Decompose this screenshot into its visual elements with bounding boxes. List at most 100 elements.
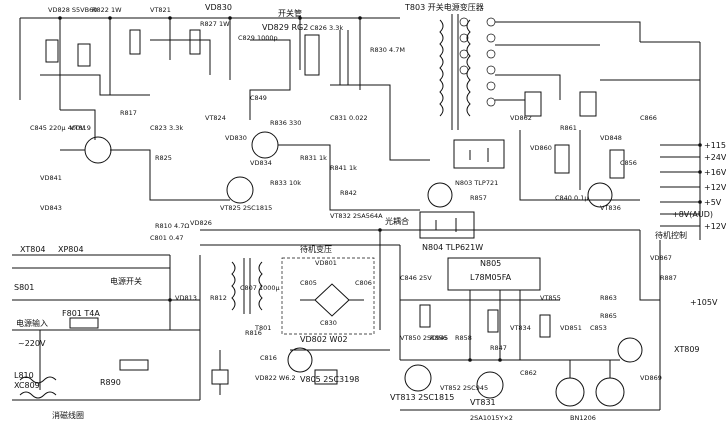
component-label: 2SA1015Y×2 — [470, 414, 513, 422]
label-xt804: XT804 — [20, 245, 46, 254]
middle-wires — [200, 229, 660, 395]
label-ctrl: 待机控制 — [655, 230, 687, 240]
component-label: VD834 — [250, 159, 272, 167]
component-label: VD860 — [530, 144, 552, 152]
standby-transformer — [231, 257, 375, 335]
component-label: C831 0.022 — [330, 114, 368, 122]
component-label: R836 330 — [270, 119, 301, 127]
component-label: R831 1k — [300, 154, 327, 162]
label-bridge: VD802 W02 — [300, 335, 348, 344]
label-n805: N805 — [480, 259, 501, 268]
component-label: VT836 — [600, 204, 621, 212]
label-r890: R890 — [100, 378, 121, 387]
component-label: VD867 — [650, 254, 672, 262]
component-label: R825 — [155, 154, 172, 162]
component-label: N803 TLP721 — [455, 179, 498, 187]
component-label: R817 — [120, 109, 137, 117]
component-label: R887 — [660, 274, 677, 282]
component-label: VT821 — [150, 6, 171, 14]
regulator-block — [400, 257, 620, 361]
label-fuse: F801 T4A — [62, 309, 100, 318]
component-label: C846 25V — [400, 274, 432, 282]
component-label: VT824 — [205, 114, 226, 122]
component-label: VD828 S5VB60 — [48, 6, 97, 14]
label-v805: V805 2SC3198 — [300, 375, 359, 384]
component-label: R857 — [470, 194, 487, 202]
component-label: VD851 — [560, 324, 582, 332]
label-power-input: 电源输入 — [16, 318, 48, 328]
label-n804: N804 TLP621W — [422, 243, 483, 252]
component-label: VT855 — [540, 294, 561, 302]
startup-network — [40, 29, 430, 161]
component-label: C823 3.3k — [150, 124, 183, 132]
component-label: R856 — [430, 334, 447, 342]
component-label: C807 1000μ — [240, 284, 280, 292]
label-p8vaud: +8V(AUD) — [672, 210, 713, 219]
component-label: VD813 — [175, 294, 197, 302]
component-label: VD843 — [40, 204, 62, 212]
component-label: VD848 — [600, 134, 622, 142]
component-label: C805 — [300, 279, 317, 287]
label-xc809: XC809 — [14, 381, 40, 390]
component-label: R865 — [600, 312, 617, 320]
component-label: VT850 2SC945 — [400, 334, 448, 342]
component-label: R810 4.7Ω — [155, 222, 189, 230]
component-label: R841 1k — [330, 164, 357, 172]
label-p115: +115V — [704, 141, 726, 150]
label-s801: S801 — [14, 283, 34, 292]
component-label: VT832 2SA564A — [330, 212, 383, 220]
label-l78: L78M05FA — [470, 273, 512, 282]
component-label: C845 220μ 400V — [30, 124, 85, 132]
component-label: VD841 — [40, 174, 62, 182]
label-p105: +105V — [690, 298, 718, 307]
component-label: R847 — [490, 344, 507, 352]
component-label: C862 — [520, 369, 537, 377]
label-vd830: VD830 — [205, 3, 232, 12]
component-label: VD826 — [190, 219, 212, 227]
component-label: R842 — [340, 189, 357, 197]
component-label: R827 1W — [200, 20, 230, 28]
label-p12b: +12V — [704, 222, 726, 231]
component-label: VT819 — [70, 124, 91, 132]
component-label: C801 0.47 — [150, 234, 183, 242]
component-label: R861 — [560, 124, 577, 132]
component-label: R816 — [245, 329, 262, 337]
component-label: C830 — [320, 319, 337, 327]
junction-dots — [58, 16, 702, 362]
t803-transformer — [439, 14, 496, 130]
component-label: R833 10k — [270, 179, 301, 187]
component-label: VT852 2SC945 — [440, 384, 488, 392]
component-label: C829 1000p — [238, 34, 278, 42]
label-ac220: ~220V — [18, 339, 46, 348]
label-vd829: VD829 RG2 — [262, 23, 308, 32]
component-label: VD862 — [510, 114, 532, 122]
component-label: VD869 — [640, 374, 662, 382]
component-label: C826 3.3k — [310, 24, 343, 32]
label-vt813: VT813 2SC1815 — [390, 393, 454, 402]
label-t803: T803 开关电源变压器 — [404, 2, 484, 12]
component-label: R822 1W — [92, 6, 122, 14]
label-switch-tube: 开关管 — [278, 8, 302, 18]
top-bus — [19, 17, 400, 110]
component-label: VD822 W6.2 — [255, 374, 296, 382]
component-label: VD801 — [315, 259, 337, 267]
label-standby-ctrl: 光耦合 — [385, 216, 409, 226]
label-l810: L810 — [14, 371, 34, 380]
component-label: R812 — [210, 294, 227, 302]
component-label: C816 — [260, 354, 277, 362]
component-label: VT834 — [510, 324, 531, 332]
label-xp804: XP804 — [58, 245, 84, 254]
label-xt809: XT809 — [674, 345, 700, 354]
component-label: C840 0.1μ — [555, 194, 588, 202]
component-label: R858 — [455, 334, 472, 342]
label-p5: +5V — [704, 198, 722, 207]
component-label: C853 — [590, 324, 607, 332]
component-label: VT825 2SC1815 — [220, 204, 272, 212]
optocoupler-n804 — [419, 211, 475, 239]
component-label: C806 — [355, 279, 372, 287]
label-sample-transformer: 待机变压 — [300, 244, 332, 254]
upper-transistors — [60, 131, 613, 211]
